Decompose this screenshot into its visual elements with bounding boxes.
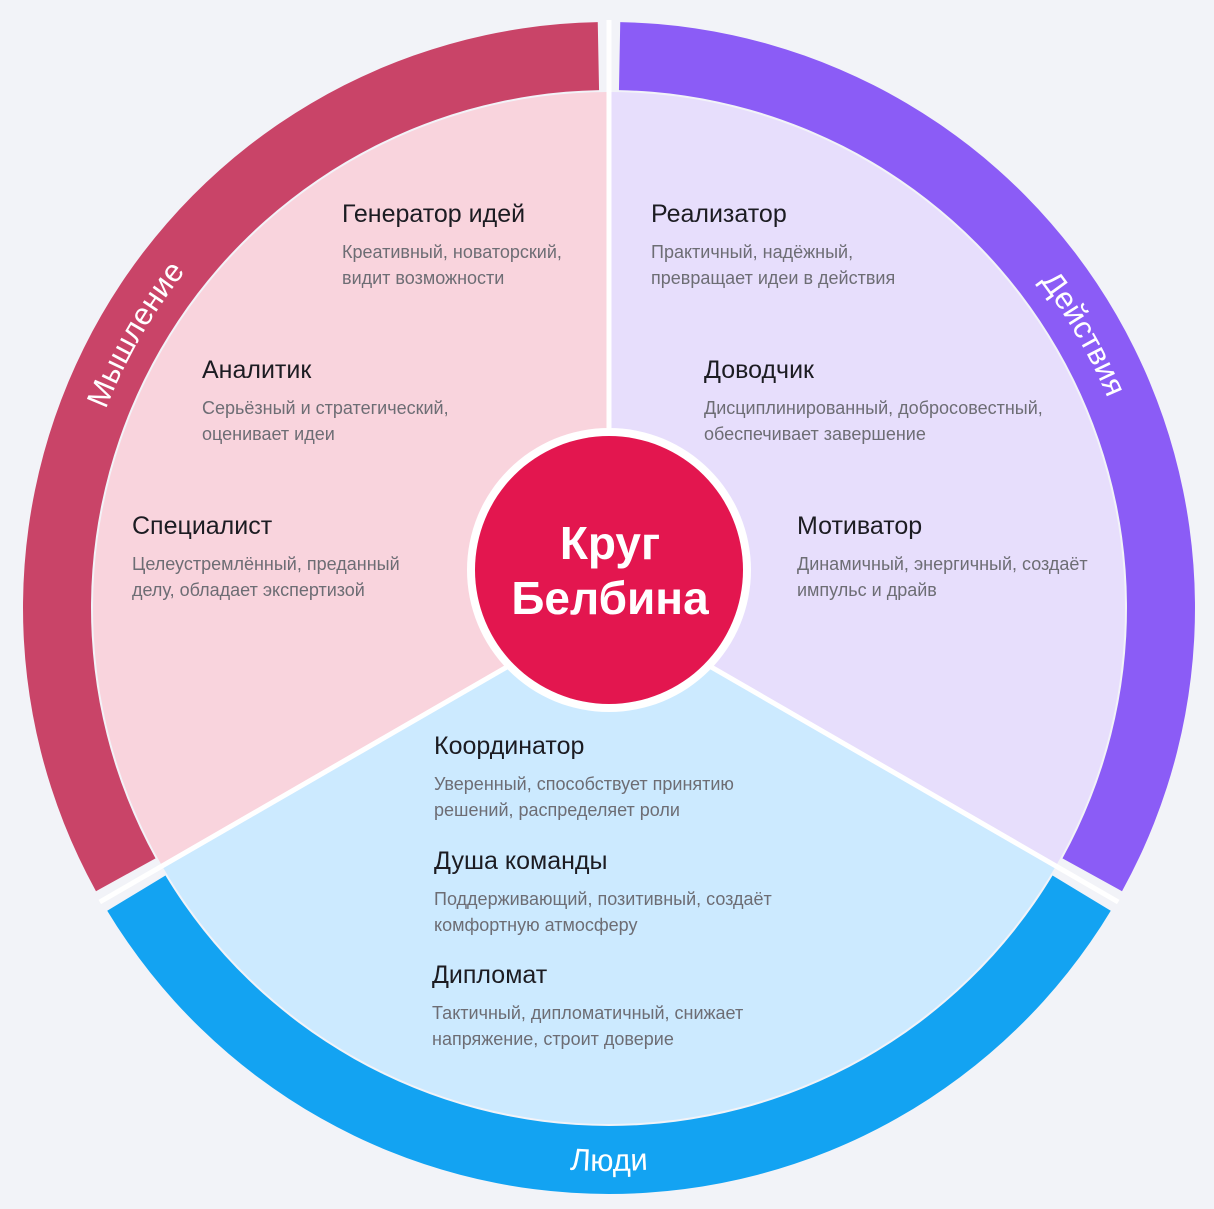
role-description: Тактичный, дипломатичный, снижает напряж… <box>432 1000 743 1052</box>
role-description: Динамичный, энергичный, создаёт импульс … <box>797 551 1088 603</box>
role-desc-line: Поддерживающий, позитивный, создаёт <box>434 889 772 909</box>
role-desc-line: Целеустремлённый, преданный <box>132 554 400 574</box>
center-title-line2: Белбина <box>511 572 709 624</box>
role-title: Аналитик <box>202 356 312 384</box>
role-desc-line: комфортную атмосферу <box>434 915 638 935</box>
role-implementer: Реализатор Практичный, надёжный, превращ… <box>651 200 895 291</box>
role-desc-line: Креативный, новаторский, <box>342 242 562 262</box>
role-description: Практичный, надёжный, превращает идеи в … <box>651 239 895 291</box>
role-teamworker: Душа команды Поддерживающий, позитивный,… <box>434 847 772 938</box>
sector-action <box>609 92 1126 866</box>
role-desc-line: превращает идеи в действия <box>651 268 896 288</box>
role-desc-line: видит возможности <box>342 268 505 288</box>
role-plant: Генератор идей Креативный, новаторский, … <box>342 200 562 291</box>
role-desc-line: Серьёзный и стратегический, <box>202 398 449 418</box>
role-desc-line: решений, распределяет роли <box>434 800 680 820</box>
role-monitor-evaluator: Аналитик Серьёзный и стратегический, оце… <box>202 356 449 447</box>
role-description: Целеустремлённый, преданный делу, облада… <box>132 551 400 603</box>
role-desc-line: импульс и драйв <box>797 580 937 600</box>
role-title: Доводчик <box>704 356 814 384</box>
role-description: Поддерживающий, позитивный, создаёт комф… <box>434 886 772 938</box>
group-label-people: Люди <box>569 1142 648 1178</box>
role-desc-line: Динамичный, энергичный, создаёт <box>797 554 1088 574</box>
role-description: Креативный, новаторский, видит возможнос… <box>342 239 562 291</box>
role-title: Генератор идей <box>342 200 526 228</box>
role-desc-line: Тактичный, дипломатичный, снижает <box>432 1003 744 1023</box>
role-title: Дипломат <box>432 961 548 989</box>
role-desc-line: Практичный, надёжный, <box>651 242 854 262</box>
role-title: Мотиватор <box>797 512 923 540</box>
role-description: Дисциплинированный, добросовестный, обес… <box>704 395 1043 447</box>
center-title-line1: Круг <box>560 517 660 569</box>
role-title: Душа команды <box>434 847 608 875</box>
role-desc-line: обеспечивает завершение <box>704 424 926 444</box>
role-desc-line: делу, обладает экспертизой <box>132 580 365 600</box>
ring-segment-people <box>107 875 1111 1194</box>
ring-segment-thinking <box>23 22 600 892</box>
role-title: Реализатор <box>651 200 787 228</box>
role-title: Специалист <box>132 512 273 540</box>
role-description: Уверенный, способствует принятию решений… <box>434 771 734 823</box>
role-desc-line: Уверенный, способствует принятию <box>434 774 734 794</box>
center-circle <box>475 436 743 704</box>
role-diplomat: Дипломат Тактичный, дипломатичный, снижа… <box>432 961 743 1052</box>
role-title: Координатор <box>434 732 585 760</box>
sector-thinking <box>92 91 609 866</box>
role-desc-line: Дисциплинированный, добросовестный, <box>704 398 1043 418</box>
role-completer-finisher: Доводчик Дисциплинированный, добросовест… <box>704 356 1043 447</box>
role-desc-line: оценивает идеи <box>202 424 335 444</box>
role-shaper: Мотиватор Динамичный, энергичный, создаё… <box>797 512 1088 603</box>
role-coordinator: Координатор Уверенный, способствует прин… <box>434 732 734 823</box>
ring-segment-action <box>618 22 1195 892</box>
role-description: Серьёзный и стратегический, оценивает ид… <box>202 395 449 447</box>
role-specialist: Специалист Целеустремлённый, преданный д… <box>132 512 400 603</box>
role-desc-line: напряжение, строит доверие <box>432 1029 674 1049</box>
